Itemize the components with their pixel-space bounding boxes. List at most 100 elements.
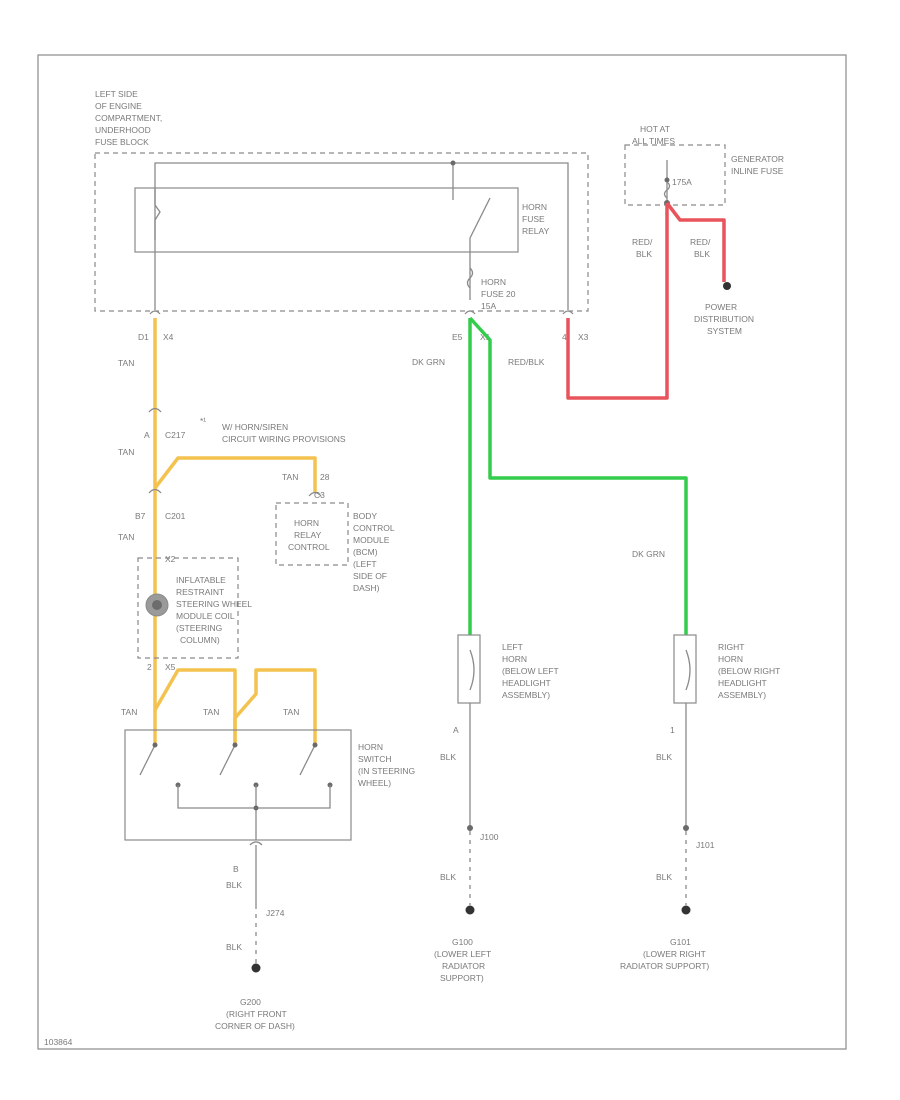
- pds-label-2: DISTRIBUTION: [694, 314, 754, 324]
- switch-bus: [177, 785, 331, 809]
- left-horn-label-4: HEADLIGHT: [502, 678, 551, 688]
- conn-e5: E5: [452, 332, 463, 342]
- hot-box: [624, 144, 726, 206]
- switch-2: [219, 744, 236, 776]
- conn-x3: X3: [578, 332, 589, 342]
- underhood-fuse-block: LEFT SIDE OF ENGINE COMPARTMENT, UNDERHO…: [94, 89, 589, 312]
- bcm-side-6: SIDE OF: [353, 571, 387, 581]
- pin-c201: [148, 488, 162, 494]
- coil-label-3: STEERING WHEEL: [176, 599, 252, 609]
- horn-fuse-label-1: HORN: [481, 277, 506, 287]
- relay-switch: [469, 197, 491, 239]
- horn-fuse-label-3: 15A: [481, 301, 496, 311]
- pds-wire1-b: BLK: [636, 249, 652, 259]
- right-horn-outline: [673, 634, 697, 704]
- wire-blk-5: BLK: [656, 752, 672, 762]
- conn-a: A: [144, 430, 150, 440]
- left-horn-label-5: ASSEMBLY): [502, 690, 550, 700]
- splice-j100: J100: [480, 832, 499, 842]
- g200-line-2: (RIGHT FRONT: [226, 1009, 287, 1019]
- fuse-block-label-3: COMPARTMENT,: [95, 113, 162, 123]
- right-horn-label-2: HORN: [718, 654, 743, 664]
- pds-terminal: [723, 282, 731, 290]
- pds-wire2-a: RED/: [690, 237, 711, 247]
- switch-bus-node: [253, 805, 259, 811]
- pin-b: [249, 841, 263, 846]
- generator-fuse: [663, 181, 671, 199]
- note-line-1: W/ HORN/SIREN: [222, 422, 288, 432]
- fuse-block-label-4: UNDERHOOD: [95, 125, 151, 135]
- left-horn-label-1: LEFT: [502, 642, 523, 652]
- g200-line-1: G200: [240, 997, 261, 1007]
- wire-tan-3: TAN: [118, 532, 134, 542]
- g101-line-2: (LOWER RIGHT: [643, 949, 706, 959]
- g200-line-3: CORNER OF DASH): [215, 1021, 295, 1031]
- right-horn-label-5: ASSEMBLY): [718, 690, 766, 700]
- diagram-code: 103864: [44, 1037, 73, 1047]
- left-horn-label-3: (BELOW LEFT: [502, 666, 559, 676]
- fuse-block-label-2: OF ENGINE: [95, 101, 142, 111]
- note-line-2: CIRCUIT WIRING PROVISIONS: [222, 434, 346, 444]
- splice-j101-node: [683, 825, 689, 831]
- conn-right-1: 1: [670, 725, 675, 735]
- switch-node-1: [152, 742, 158, 748]
- ground-g200: [251, 963, 261, 973]
- pds-wire2-b: BLK: [694, 249, 710, 259]
- switch-node-3: [312, 742, 318, 748]
- bcm-label-1: HORN: [294, 518, 319, 528]
- relay-label-2: FUSE: [522, 214, 545, 224]
- coil-label-2: RESTRAINT: [176, 587, 224, 597]
- fuse-block-outline: [94, 152, 589, 312]
- pds-label-1: POWER: [705, 302, 737, 312]
- conn-c201: C201: [165, 511, 186, 521]
- horn-fuse: [466, 267, 474, 289]
- conn-c217: C217: [165, 430, 186, 440]
- wire-tan-4: TAN: [121, 707, 137, 717]
- pin-d1: [149, 310, 161, 315]
- bcm-side-7: DASH): [353, 583, 380, 593]
- bcm-side-1: BODY: [353, 511, 377, 521]
- left-horn-outline: [457, 634, 481, 704]
- ground-g100: [465, 905, 475, 915]
- pin-e5: [464, 310, 476, 315]
- fuse-block-label-1: LEFT SIDE: [95, 89, 138, 99]
- coil-label-1: INFLATABLE: [176, 575, 226, 585]
- coil-symbol-inner: [152, 600, 162, 610]
- horn-switch-label-4: WHEEL): [358, 778, 391, 788]
- tan-wire-switch: [153, 668, 237, 745]
- conn-c3: C3: [314, 490, 325, 500]
- wire-blk-3: BLK: [440, 752, 456, 762]
- tan-circuit: TAN A C217 *¹ W/ HORN/SIREN CIRCUIT WIRI…: [118, 318, 346, 710]
- steering-wheel-coil: X2 INFLATABLE RESTRAINT STEERING WHEEL M…: [137, 554, 252, 672]
- ground-g101: [681, 905, 691, 915]
- right-horn-label-4: HEADLIGHT: [718, 678, 767, 688]
- switch-node-2: [232, 742, 238, 748]
- horn-switch-label-2: SWITCH: [358, 754, 392, 764]
- conn-left-a: A: [453, 725, 459, 735]
- coil-label-5: (STEERING: [176, 623, 222, 633]
- body-control-module: HORN RELAY CONTROL BODY CONTROL MODULE (…: [275, 502, 395, 593]
- conn-2: 2: [147, 662, 152, 672]
- g100-line-4: SUPPORT): [440, 973, 484, 983]
- g101-line-3: RADIATOR SUPPORT): [620, 961, 709, 971]
- hot-label-2: ALL TIMES: [632, 136, 675, 146]
- splice-j274: J274: [266, 908, 285, 918]
- red-wire-to-fuse-block: [566, 203, 669, 400]
- wire-tan-5: TAN: [203, 707, 219, 717]
- relay-label-1: HORN: [522, 202, 547, 212]
- conn-x4: X4: [163, 332, 174, 342]
- gen-fuse-label-2: INLINE FUSE: [731, 166, 784, 176]
- horn-fuse-label-2: FUSE 20: [481, 289, 516, 299]
- bcm-side-5: (LEFT: [353, 559, 377, 569]
- horn-switch-label-3: (IN STEERING: [358, 766, 415, 776]
- horn-relay: [134, 187, 519, 253]
- fuse-block-bus: [154, 162, 569, 310]
- wire-tan-1: TAN: [118, 358, 134, 368]
- hot-label-1: HOT AT: [640, 124, 670, 134]
- fuse-block-label-5: FUSE BLOCK: [95, 137, 149, 147]
- tan-wire-switch-2: [233, 668, 317, 745]
- wire-blk-4: BLK: [440, 872, 456, 882]
- wire-tan-6: TAN: [283, 707, 299, 717]
- bcm-side-4: (BCM): [353, 547, 378, 557]
